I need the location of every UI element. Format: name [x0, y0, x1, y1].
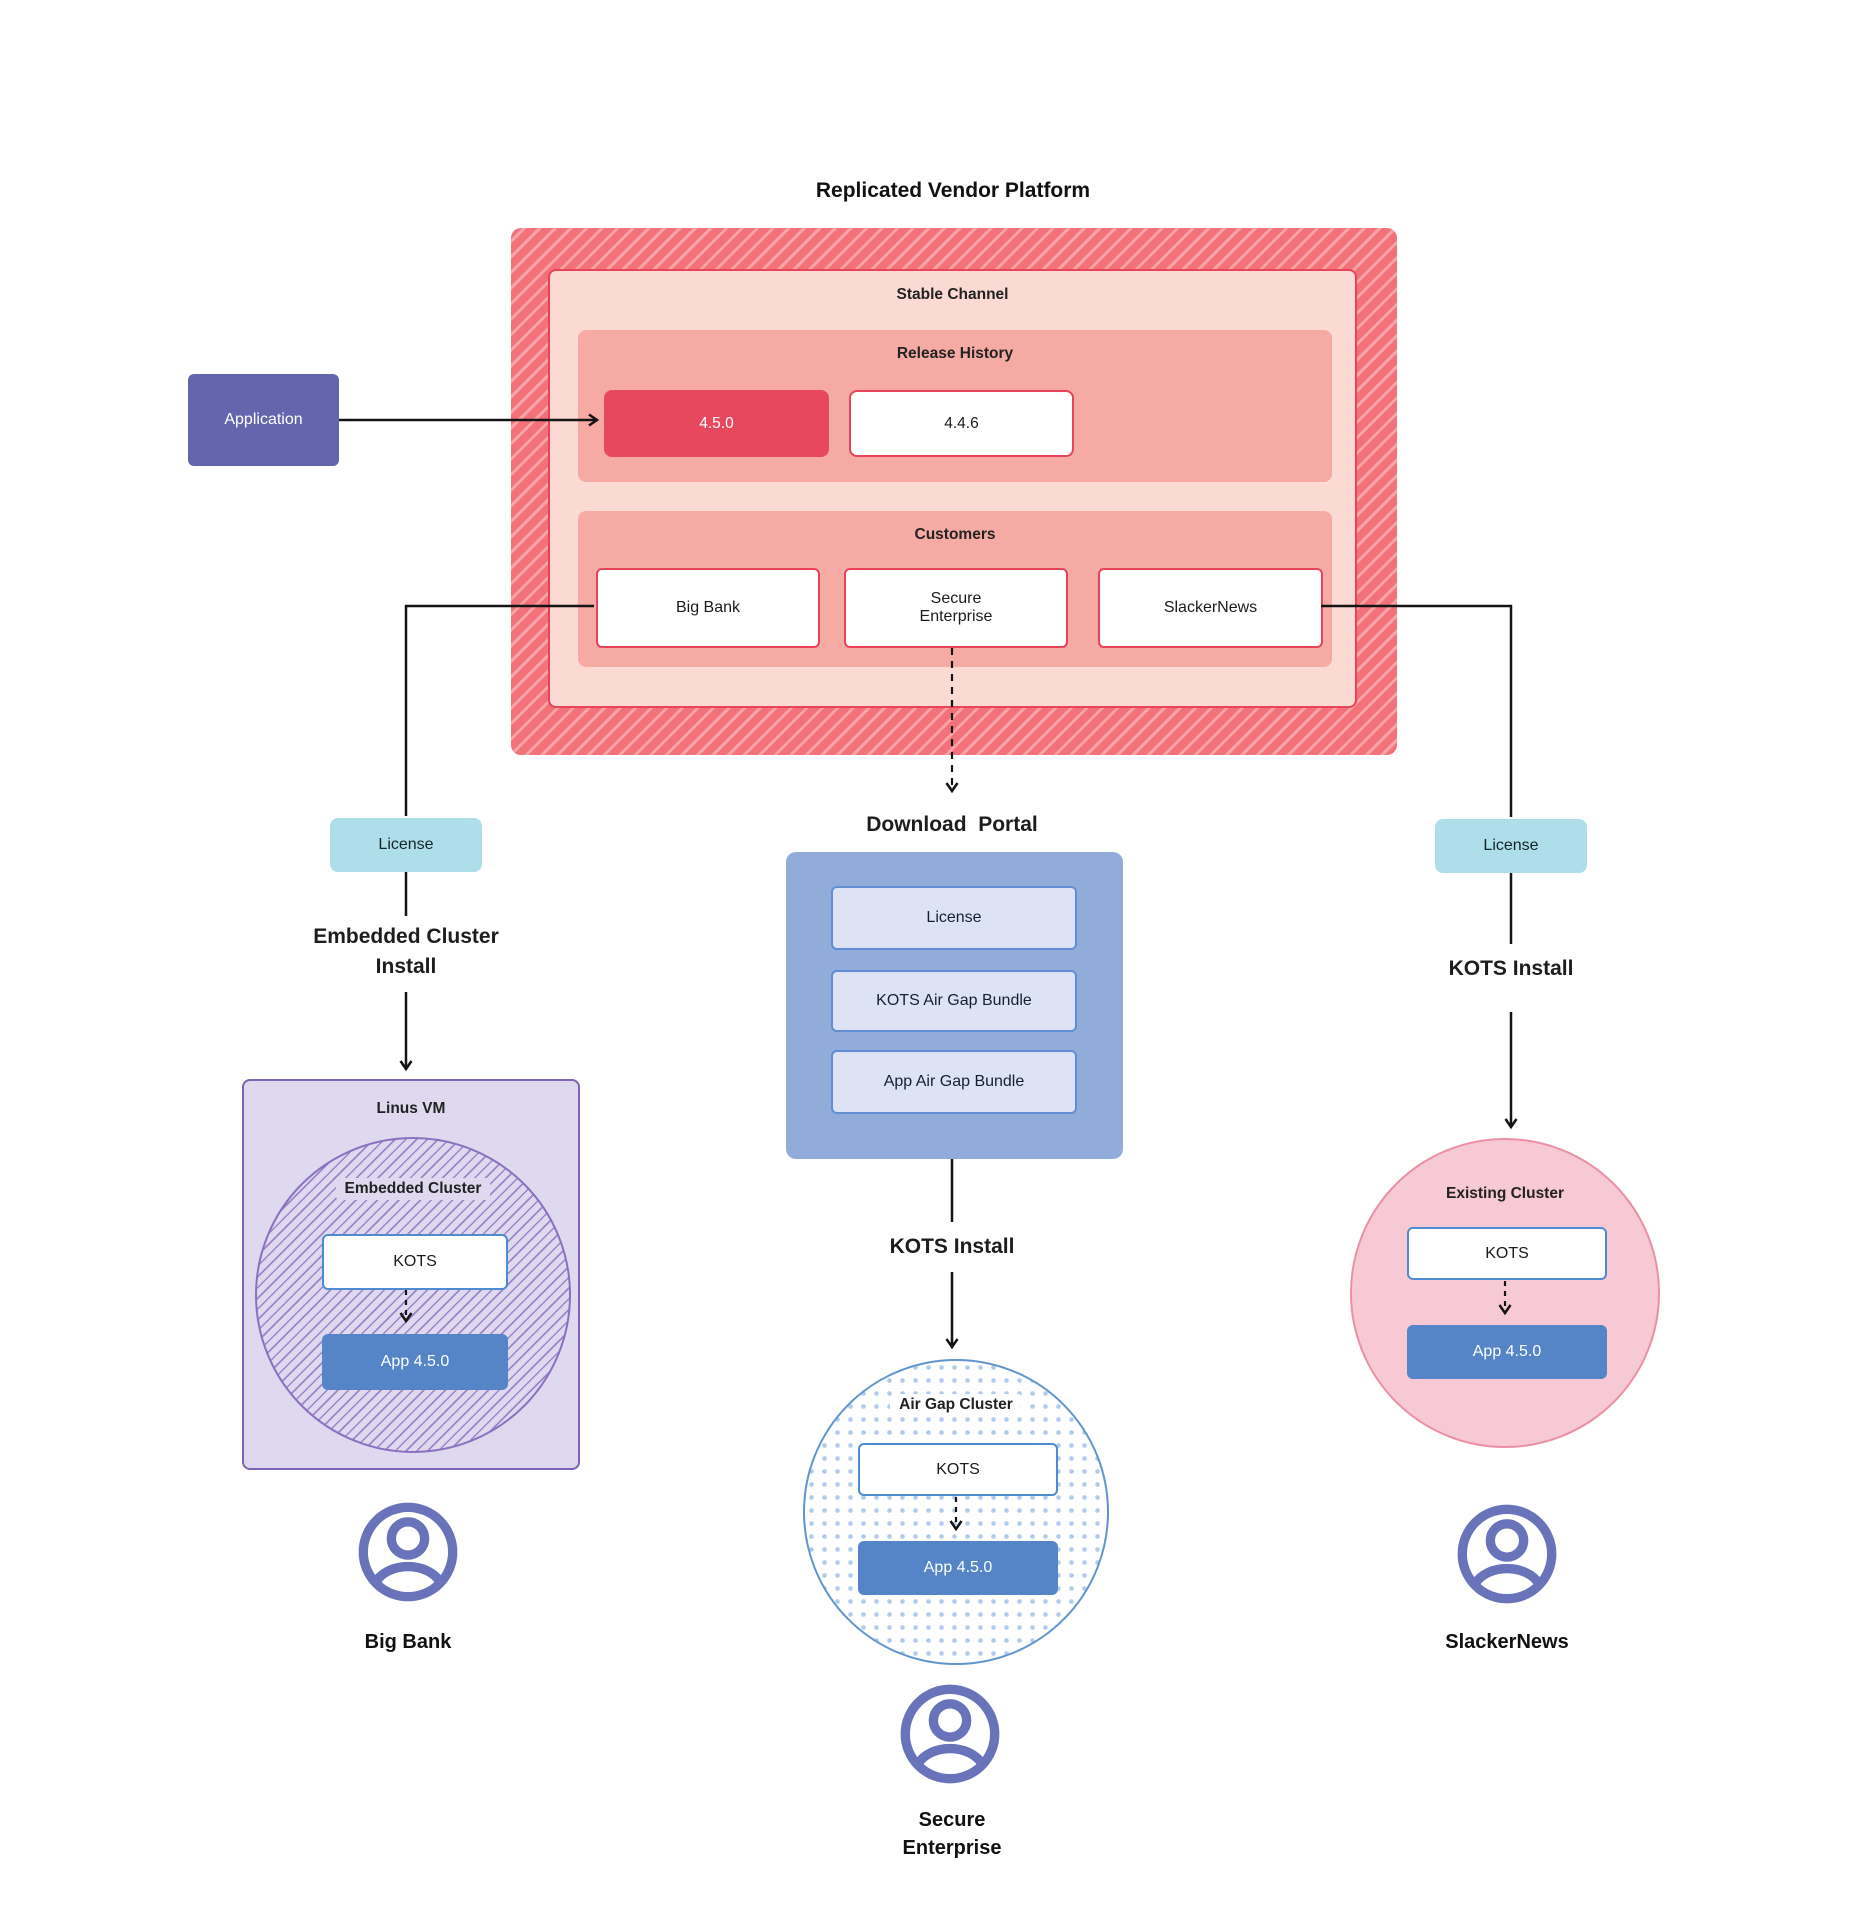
- customers-label: Customers: [914, 526, 996, 543]
- portal-item-kots-bundle: KOTS Air Gap Bundle: [831, 970, 1077, 1032]
- application-box: Application: [188, 374, 339, 466]
- app-box-right: App 4.5.0: [1407, 1325, 1607, 1379]
- kots-box-mid-label: KOTS: [936, 1460, 980, 1478]
- embedded-cluster-circle: Embedded Cluster KOTS App 4.5.0: [255, 1137, 571, 1453]
- portal-item-license: License: [831, 886, 1077, 950]
- download-portal-box: License KOTS Air Gap Bundle App Air Gap …: [786, 852, 1123, 1159]
- release-450-box: 4.5.0: [604, 390, 829, 457]
- customer-big-bank-box: Big Bank: [596, 568, 820, 648]
- page-title: Replicated Vendor Platform: [815, 179, 1091, 202]
- portal-item-license-label: License: [926, 909, 982, 926]
- app-box-mid: App 4.5.0: [858, 1541, 1058, 1595]
- app-box-left: App 4.5.0: [322, 1334, 508, 1390]
- user-label-slackernews: SlackerNews: [1445, 1631, 1569, 1653]
- linus-vm-label: Linus VM: [376, 1100, 446, 1117]
- license-badge-right-label: License: [1483, 837, 1539, 854]
- customer-slackernews-box: SlackerNews: [1098, 568, 1323, 648]
- application-label: Application: [224, 411, 303, 428]
- platform-box: Stable Channel Release History 4.5.0 4.4…: [511, 228, 1397, 755]
- release-history-box: Release History 4.5.0 4.4.6: [578, 330, 1332, 482]
- app-box-mid-label: App 4.5.0: [923, 1559, 993, 1576]
- release-446-box: 4.4.6: [849, 390, 1074, 457]
- big-bank-user-icon: [356, 1500, 460, 1604]
- release-450-label: 4.5.0: [699, 414, 734, 432]
- license-badge-left: License: [330, 818, 482, 872]
- linus-vm-box: Linus VM Embedded Cluster KOTS App 4.5.0: [242, 1079, 580, 1470]
- user-label-big-bank: Big Bank: [364, 1631, 452, 1653]
- kots-install-label-right: KOTS Install: [1448, 957, 1574, 980]
- portal-item-app-bundle: App Air Gap Bundle: [831, 1050, 1077, 1114]
- user-label-secure-enterprise: Secure Enterprise: [902, 1809, 1002, 1859]
- stable-channel-label: Stable Channel: [896, 286, 1009, 303]
- license-badge-left-label: License: [378, 836, 434, 853]
- existing-cluster-circle: Existing Cluster KOTS App 4.5.0: [1350, 1138, 1660, 1448]
- embedded-cluster-label-wrap: Embedded Cluster: [257, 1177, 569, 1201]
- secure-enterprise-user-icon: [898, 1682, 1002, 1786]
- customer-big-bank-label: Big Bank: [675, 599, 741, 616]
- customers-box: Customers Big Bank Secure Enterprise Sla…: [578, 511, 1332, 667]
- app-box-right-label: App 4.5.0: [1472, 1343, 1542, 1360]
- embedded-cluster-install-label: Embedded Cluster Install: [313, 925, 499, 978]
- kots-install-label-mid: KOTS Install: [889, 1235, 1015, 1258]
- customer-secure-enterprise-box: Secure Enterprise: [844, 568, 1068, 648]
- air-gap-cluster-label-wrap: Air Gap Cluster: [805, 1393, 1107, 1417]
- stable-channel-box: Stable Channel Release History 4.5.0 4.4…: [548, 269, 1357, 708]
- app-box-left-label: App 4.5.0: [380, 1353, 450, 1370]
- slackernews-user-icon: [1455, 1502, 1559, 1606]
- kots-box-left-label: KOTS: [393, 1253, 437, 1270]
- air-gap-cluster-circle: Air Gap Cluster KOTS App 4.5.0: [803, 1359, 1109, 1665]
- portal-item-kots-bundle-label: KOTS Air Gap Bundle: [876, 992, 1032, 1009]
- release-history-label: Release History: [896, 345, 1014, 362]
- customer-slackernews-label: SlackerNews: [1163, 599, 1258, 616]
- embedded-cluster-label: Embedded Cluster: [335, 1178, 491, 1200]
- kots-box-mid: KOTS: [858, 1443, 1058, 1496]
- release-446-label: 4.4.6: [944, 414, 979, 432]
- license-badge-right: License: [1435, 819, 1587, 873]
- air-gap-cluster-label: Air Gap Cluster: [890, 1394, 1022, 1416]
- download-portal-title: Download Portal: [866, 813, 1038, 836]
- kots-box-right-label: KOTS: [1485, 1244, 1529, 1262]
- kots-box-left: KOTS: [322, 1234, 508, 1290]
- customer-secure-enterprise-label: Secure Enterprise: [919, 590, 993, 625]
- portal-item-app-bundle-label: App Air Gap Bundle: [883, 1073, 1025, 1090]
- existing-cluster-label: Existing Cluster: [1446, 1185, 1564, 1202]
- kots-box-right: KOTS: [1407, 1227, 1607, 1280]
